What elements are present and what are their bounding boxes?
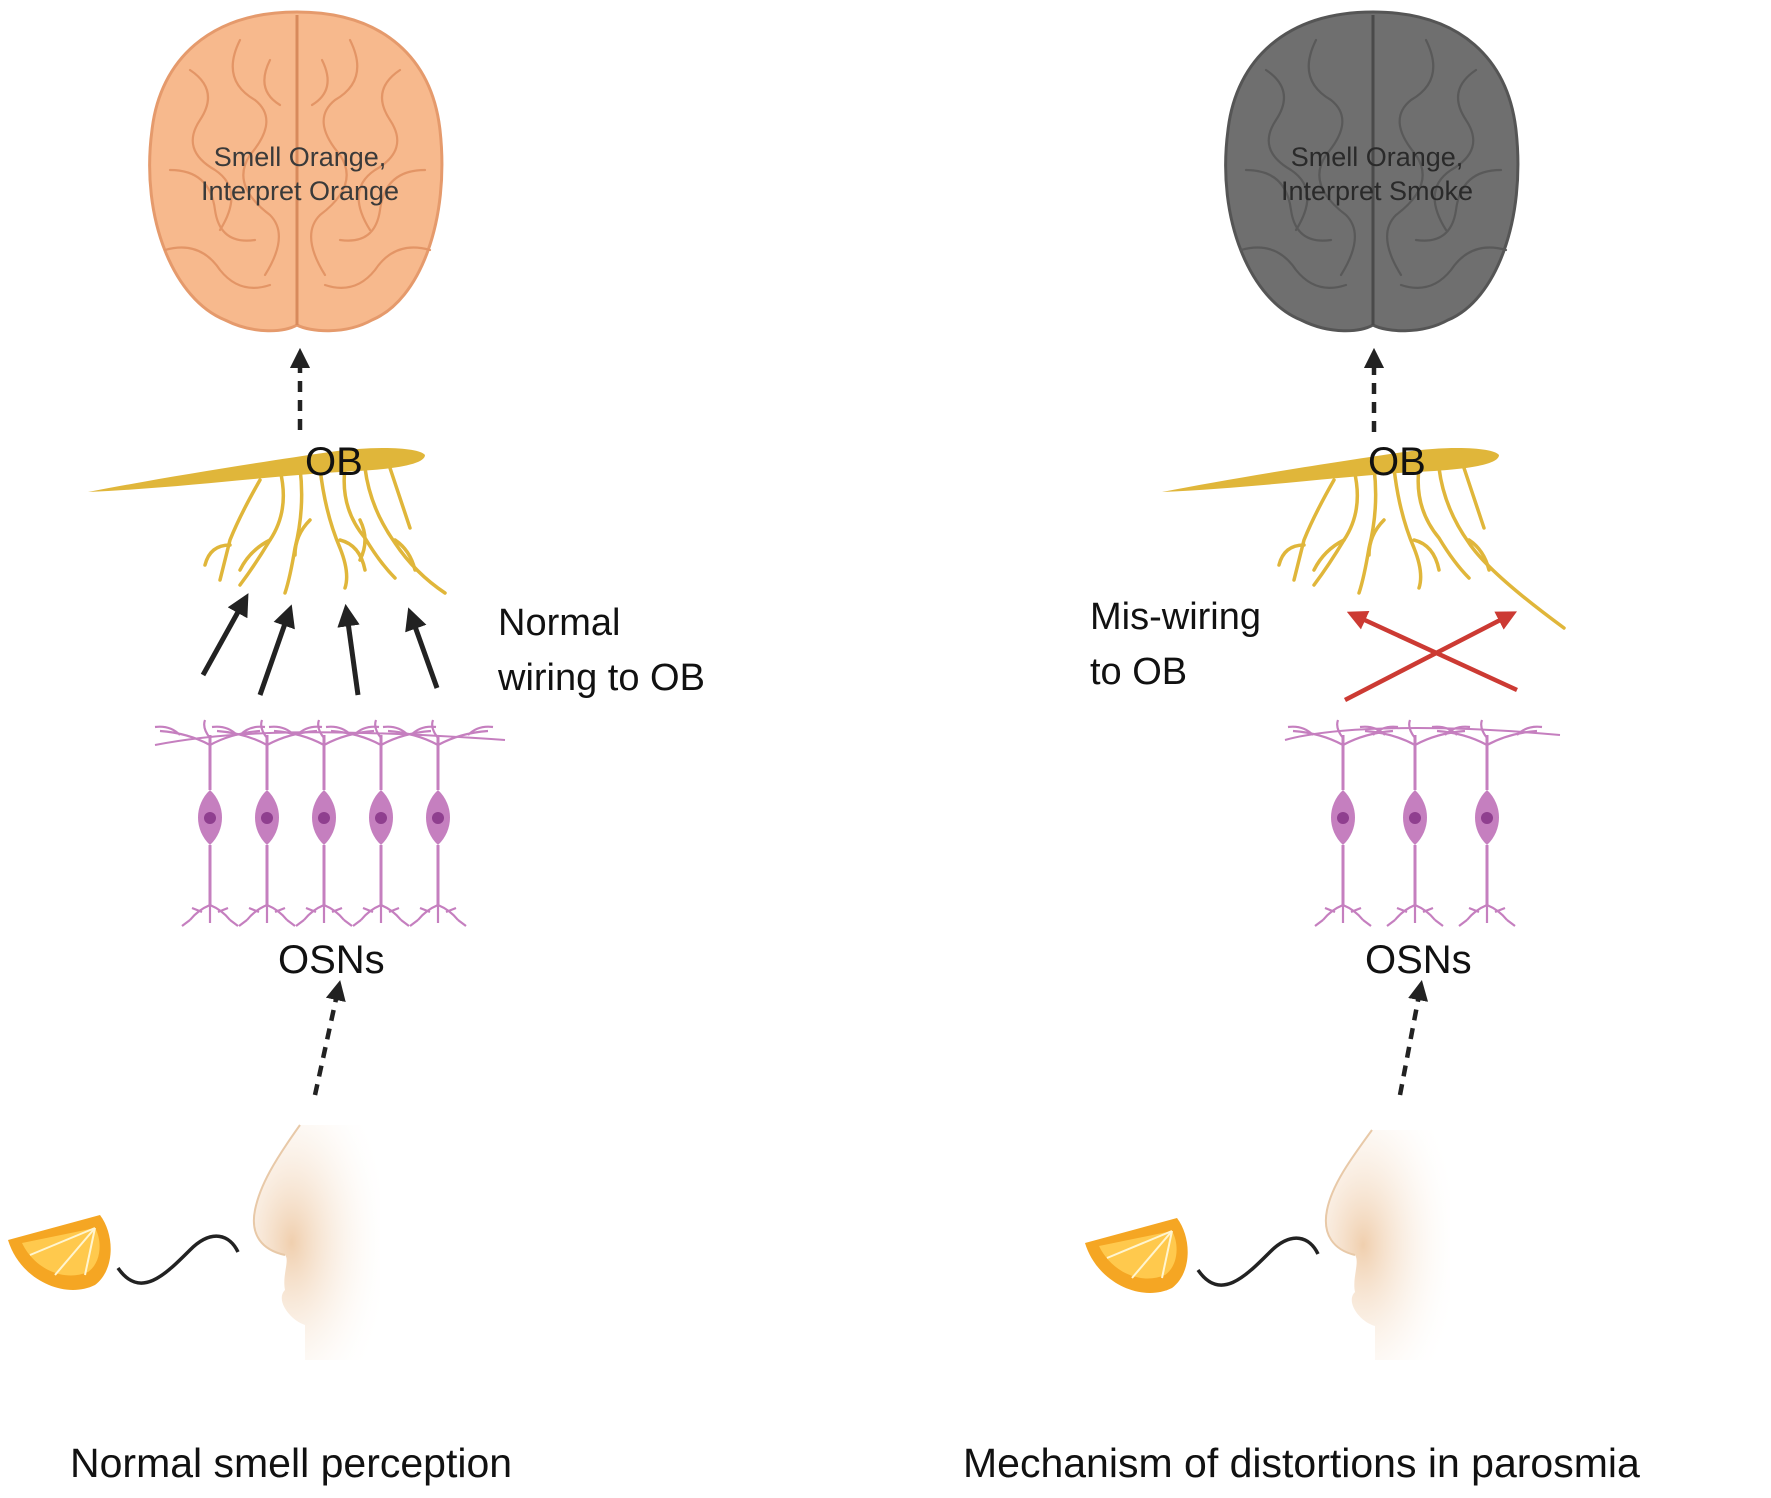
odor-wave: [1196, 1236, 1320, 1287]
brain-normal: [148, 10, 444, 333]
dendrite-mesh: [1284, 727, 1561, 741]
osn-label: OSNs: [278, 938, 385, 982]
brain-text-line-2: Interpret Smoke: [1280, 176, 1474, 206]
wiring-arrow: [337, 603, 361, 696]
wiring-label-line-2: to OB: [1090, 651, 1188, 693]
normal-wiring-label: Normal wiring to OB: [498, 596, 705, 706]
neuron: [211, 719, 323, 927]
wiring-label-line-2: wiring to OB: [498, 657, 705, 699]
odor-wave: [116, 1234, 240, 1285]
miswiring-arrow: [1343, 611, 1518, 703]
wiring-arrow: [200, 593, 249, 677]
ob-label: OB: [305, 440, 363, 484]
brain-text-line-2: Interpret Orange: [200, 176, 400, 206]
neuron: [325, 719, 437, 927]
normal-wiring-arrows: [200, 593, 440, 696]
brain-parosmia: [1224, 10, 1520, 333]
olfactory-sensory-neurons-normal: [154, 719, 506, 927]
caption-parosmia: Mechanism of distortions in parosmia: [963, 1440, 1640, 1486]
wiring-arrow: [257, 604, 295, 696]
brain-text-line-1: Smell Orange,: [213, 142, 387, 172]
osn-label: OSNs: [1365, 938, 1472, 982]
dotted-arrow-nose-to-osns: [1397, 980, 1429, 1096]
neuron: [268, 719, 380, 927]
face-normal: [252, 1124, 380, 1360]
brain-label-parosmia: Smell Orange, Interpret Smoke: [1257, 140, 1497, 208]
wiring-label-line-1: Normal: [498, 602, 621, 644]
brain-label-normal: Smell Orange, Interpret Orange: [180, 140, 420, 208]
brain-text-line-1: Smell Orange,: [1290, 142, 1464, 172]
olfactory-bulb-normal: [88, 448, 447, 595]
wiring-arrow: [405, 607, 440, 689]
dendrite-mesh: [154, 731, 506, 746]
neuron: [1287, 719, 1399, 927]
neuron: [154, 719, 266, 927]
caption-normal: Normal smell perception: [70, 1440, 513, 1486]
miswiring-label: Mis-wiring to OB: [1090, 590, 1261, 700]
olfactory-bulb-parosmia: [1162, 448, 1566, 630]
neuron: [1359, 719, 1471, 927]
olfactory-sensory-neurons-parosmia: [1284, 719, 1561, 927]
dotted-arrow-nose-to-osns: [312, 980, 346, 1096]
orange-slice-icon: [8, 1215, 111, 1290]
ob-label: OB: [1368, 440, 1426, 484]
face-parosmia: [1324, 1129, 1450, 1360]
wiring-label-line-1: Mis-wiring: [1090, 596, 1261, 638]
miswiring-arrows: [1343, 611, 1518, 703]
neuron: [382, 719, 494, 927]
neuron: [1431, 719, 1543, 927]
orange-slice-icon: [1085, 1218, 1188, 1293]
